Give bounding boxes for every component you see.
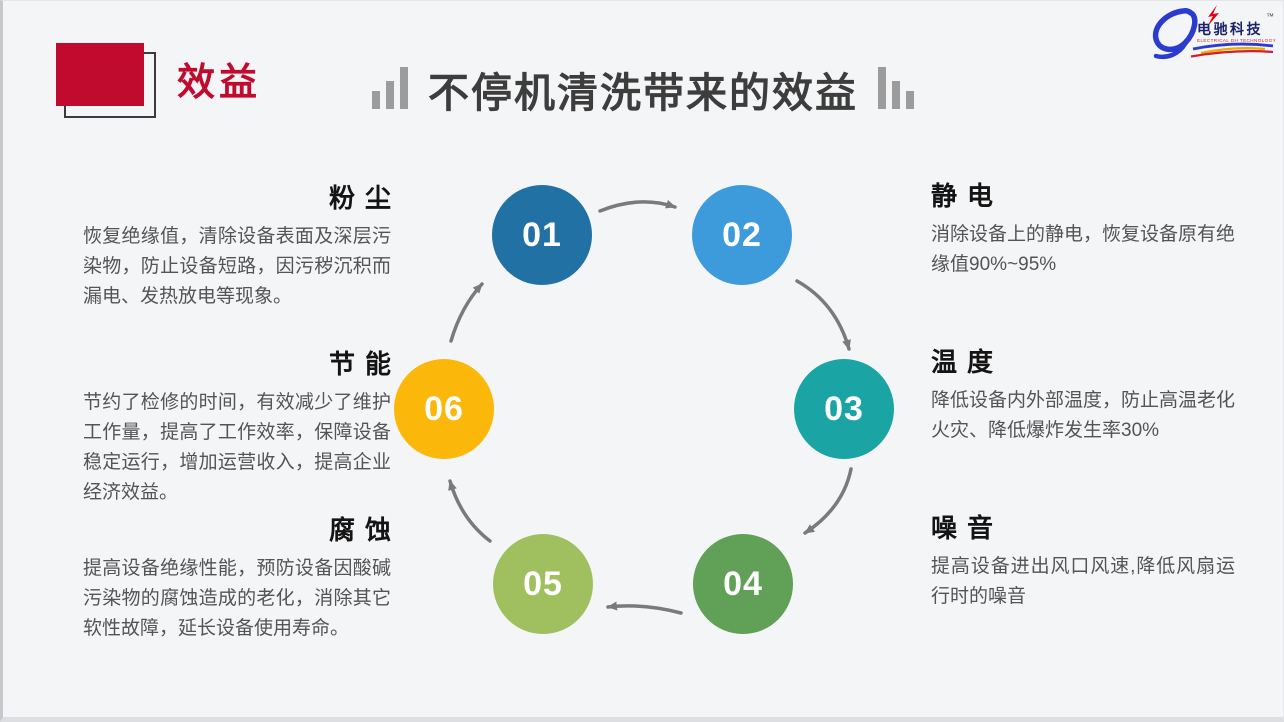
page-title: 不停机清洗带来的效益 <box>428 69 858 116</box>
arrow-04-to-05-icon <box>606 601 683 615</box>
benefit-body: 恢复绝缘值，清除设备表面及深层污染物，防止设备短路，因污秽沉积而漏电、发热放电等… <box>83 226 391 308</box>
arrow-02-to-03-icon <box>795 279 851 351</box>
benefit-body: 节约了检修的时间，有效减少了维护工作量，提高了工作效率，保障设备稳定运行，增加运… <box>83 392 391 504</box>
equalizer-bar <box>906 91 914 109</box>
benefit-heading: 静电 <box>931 181 1004 211</box>
benefit-energy-saving: 节能 节约了检修的时间，有效减少了维护工作量，提高了工作效率，保障设备稳定运行，… <box>83 349 391 508</box>
step-circle-01: 01 <box>492 185 592 285</box>
brand-tagline: ELECTRICAL DH TECHNOLOGY <box>1197 38 1276 43</box>
company-logo-graphic: 电驰科技 ™ ELECTRICAL DH TECHNOLOGY <box>1152 5 1276 60</box>
trademark-mark: ™ <box>1266 12 1274 21</box>
benefit-static-electricity: 静电 消除设备上的静电，恢复设备原有绝缘值90%~95% <box>931 181 1235 280</box>
benefit-temperature: 温度 降低设备内外部温度，防止高温老化火灾、降低爆炸发生率30% <box>931 347 1235 446</box>
benefit-corrosion: 腐蚀 提高设备绝缘性能，预防设备因酸碱污染物的腐蚀造成的老化，消除其它软性故障，… <box>83 515 391 644</box>
equalizer-bar <box>892 81 900 109</box>
benefit-body: 提高设备绝缘性能，预防设备因酸碱污染物的腐蚀造成的老化，消除其它软性故障，延长设… <box>83 558 391 640</box>
arrow-03-to-04-icon <box>803 467 853 535</box>
equalizer-bar <box>400 67 408 109</box>
benefit-body: 提高设备进出风口风速,降低风扇运行时的噪音 <box>931 556 1235 608</box>
logo-underline-red <box>1190 50 1274 58</box>
benefit-heading: 温度 <box>931 347 1004 377</box>
step-circle-06: 06 <box>394 359 494 459</box>
step-circle-02: 02 <box>692 185 792 285</box>
equalizer-bar <box>386 81 394 109</box>
company-logo: 电驰科技 ™ ELECTRICAL DH TECHNOLOGY <box>1147 4 1277 60</box>
step-number: 02 <box>722 215 762 254</box>
logo-underline-blue <box>1192 42 1274 51</box>
benefit-body: 消除设备上的静电，恢复设备原有绝缘值90%~95% <box>931 224 1236 276</box>
benefit-heading: 节能 <box>328 349 401 379</box>
step-number: 03 <box>824 389 864 428</box>
section-title: 效益 <box>177 62 262 104</box>
step-circle-04: 04 <box>693 534 793 634</box>
arrow-01-to-02-icon <box>598 199 677 213</box>
benefit-heading: 噪音 <box>931 513 1004 543</box>
benefit-heading: 腐蚀 <box>328 515 401 545</box>
step-number: 05 <box>523 564 563 603</box>
accent-square <box>56 43 144 106</box>
benefit-heading: 粉尘 <box>328 183 401 213</box>
equalizer-bar <box>878 67 886 109</box>
brand-name: 电驰科技 <box>1197 21 1263 37</box>
step-number: 01 <box>522 215 562 254</box>
arrow-05-to-06-icon <box>448 479 492 543</box>
benefit-noise: 噪音 提高设备进出风口风速,降低风扇运行时的噪音 <box>931 513 1235 612</box>
step-circle-03: 03 <box>794 359 894 459</box>
equalizer-bars-right-icon <box>878 67 914 116</box>
cycle-arrows-layer <box>448 199 853 615</box>
lightning-bolt-icon <box>1207 5 1219 27</box>
logo-underline-yellow <box>1200 47 1266 55</box>
step-circle-05: 05 <box>493 534 593 634</box>
benefit-body: 降低设备内外部温度，防止高温老化火灾、降低爆炸发生率30% <box>931 390 1236 442</box>
equalizer-bars-left-icon <box>372 67 408 116</box>
benefit-dust: 粉尘 恢复绝缘值，清除设备表面及深层污染物，防止设备短路，因污秽沉积而漏电、发热… <box>83 183 391 312</box>
step-number: 04 <box>723 564 763 603</box>
equalizer-bar <box>372 91 380 109</box>
step-number: 06 <box>424 389 464 428</box>
logo-swoosh-icon <box>1152 8 1198 53</box>
logo-swoosh-tail-icon <box>1153 41 1188 60</box>
arrow-06-to-01-icon <box>449 282 484 343</box>
